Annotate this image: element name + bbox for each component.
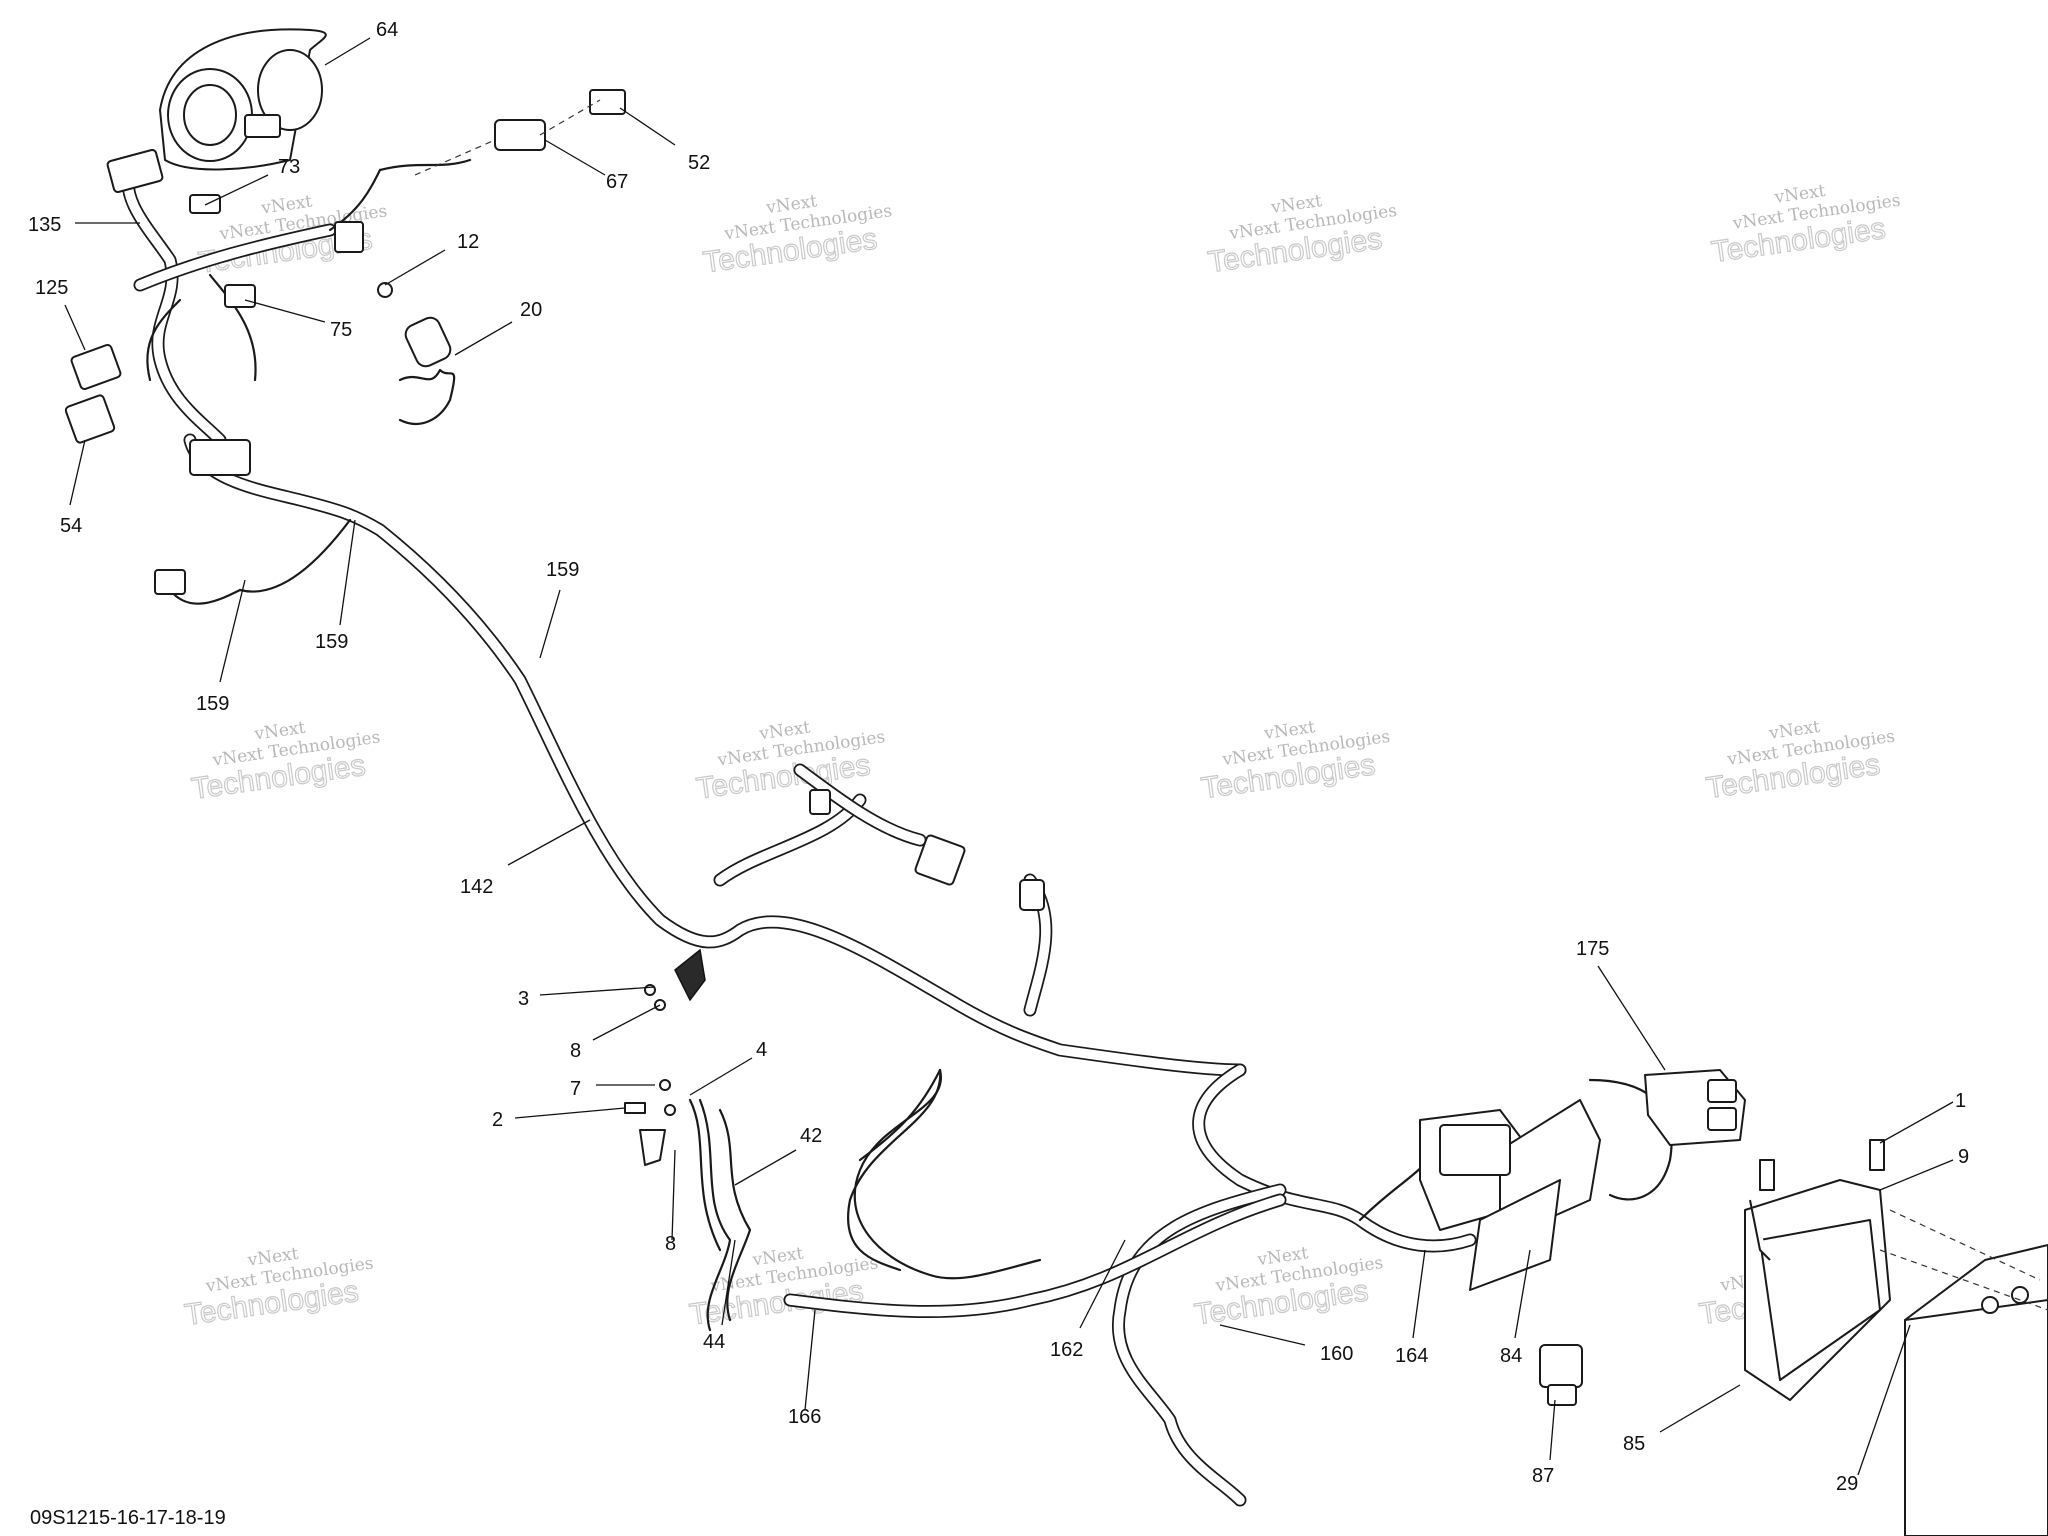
callout-7: 7 xyxy=(570,1078,581,1100)
callout-2: 2 xyxy=(492,1109,503,1131)
watermark: vNext vNext Technologies Technologies xyxy=(1709,181,1902,270)
callout-84: 84 xyxy=(1500,1345,1522,1367)
callout-67: 67 xyxy=(606,171,628,193)
watermark: vNext vNext Technologies Technologies xyxy=(701,191,894,280)
callout-64: 64 xyxy=(376,19,398,41)
callout-175: 175 xyxy=(1576,938,1609,960)
callout-85: 85 xyxy=(1623,1433,1645,1455)
watermark: vNext vNext Technologies Technologies xyxy=(1205,191,1398,280)
callout-159-right: 159 xyxy=(546,559,579,581)
callout-44: 44 xyxy=(703,1331,725,1353)
watermark: vNext vNext Technologies Technologies xyxy=(189,718,382,807)
watermark: vNext vNext Technologies Technologies xyxy=(182,1244,375,1333)
main-harness xyxy=(183,433,1673,1507)
callout-4: 4 xyxy=(756,1039,767,1061)
watermark: vNext vNext Technologies Technologies xyxy=(687,1243,880,1332)
callout-159-lower: 159 xyxy=(196,693,229,715)
callout-3: 3 xyxy=(518,988,529,1010)
callout-12: 12 xyxy=(457,231,479,253)
callout-75: 75 xyxy=(330,319,352,341)
callout-leaders xyxy=(64,37,1954,1476)
connector-parts xyxy=(64,89,2048,1536)
callout-42: 42 xyxy=(800,1125,822,1147)
callout-159-upper: 159 xyxy=(315,631,348,653)
callout-labels: 64 73 135 125 54 75 12 20 67 52 159 159 … xyxy=(28,19,1969,1495)
callout-87: 87 xyxy=(1532,1465,1554,1487)
instrument-cluster xyxy=(159,28,327,171)
callout-52: 52 xyxy=(688,152,710,174)
watermark: vNext vNext Technologies Technologies xyxy=(1199,717,1392,806)
callout-20: 20 xyxy=(520,299,542,321)
callout-54: 54 xyxy=(60,515,82,537)
callout-142: 142 xyxy=(460,876,493,898)
drawing-code: 09S1215-16-17-18-19 xyxy=(30,1507,226,1529)
callout-9: 9 xyxy=(1958,1146,1969,1168)
callout-135: 135 xyxy=(28,214,61,236)
callout-162: 162 xyxy=(1050,1339,1083,1361)
callout-125: 125 xyxy=(35,277,68,299)
watermark: vNext vNext Technologies Technologies xyxy=(1703,717,1896,806)
callout-29: 29 xyxy=(1836,1473,1858,1495)
callout-166: 166 xyxy=(788,1406,821,1428)
callout-8-lower: 8 xyxy=(665,1233,676,1255)
watermark: vNext vNext Technologies Technologies xyxy=(694,717,887,806)
watermark: vNext vNext Technologies Technologies xyxy=(1192,1243,1385,1332)
callout-160: 160 xyxy=(1320,1343,1353,1365)
upper-harness xyxy=(121,158,472,605)
callout-164: 164 xyxy=(1395,1345,1428,1367)
callout-8-upper: 8 xyxy=(570,1040,581,1062)
callout-73: 73 xyxy=(278,156,300,178)
callout-1: 1 xyxy=(1955,1090,1966,1112)
